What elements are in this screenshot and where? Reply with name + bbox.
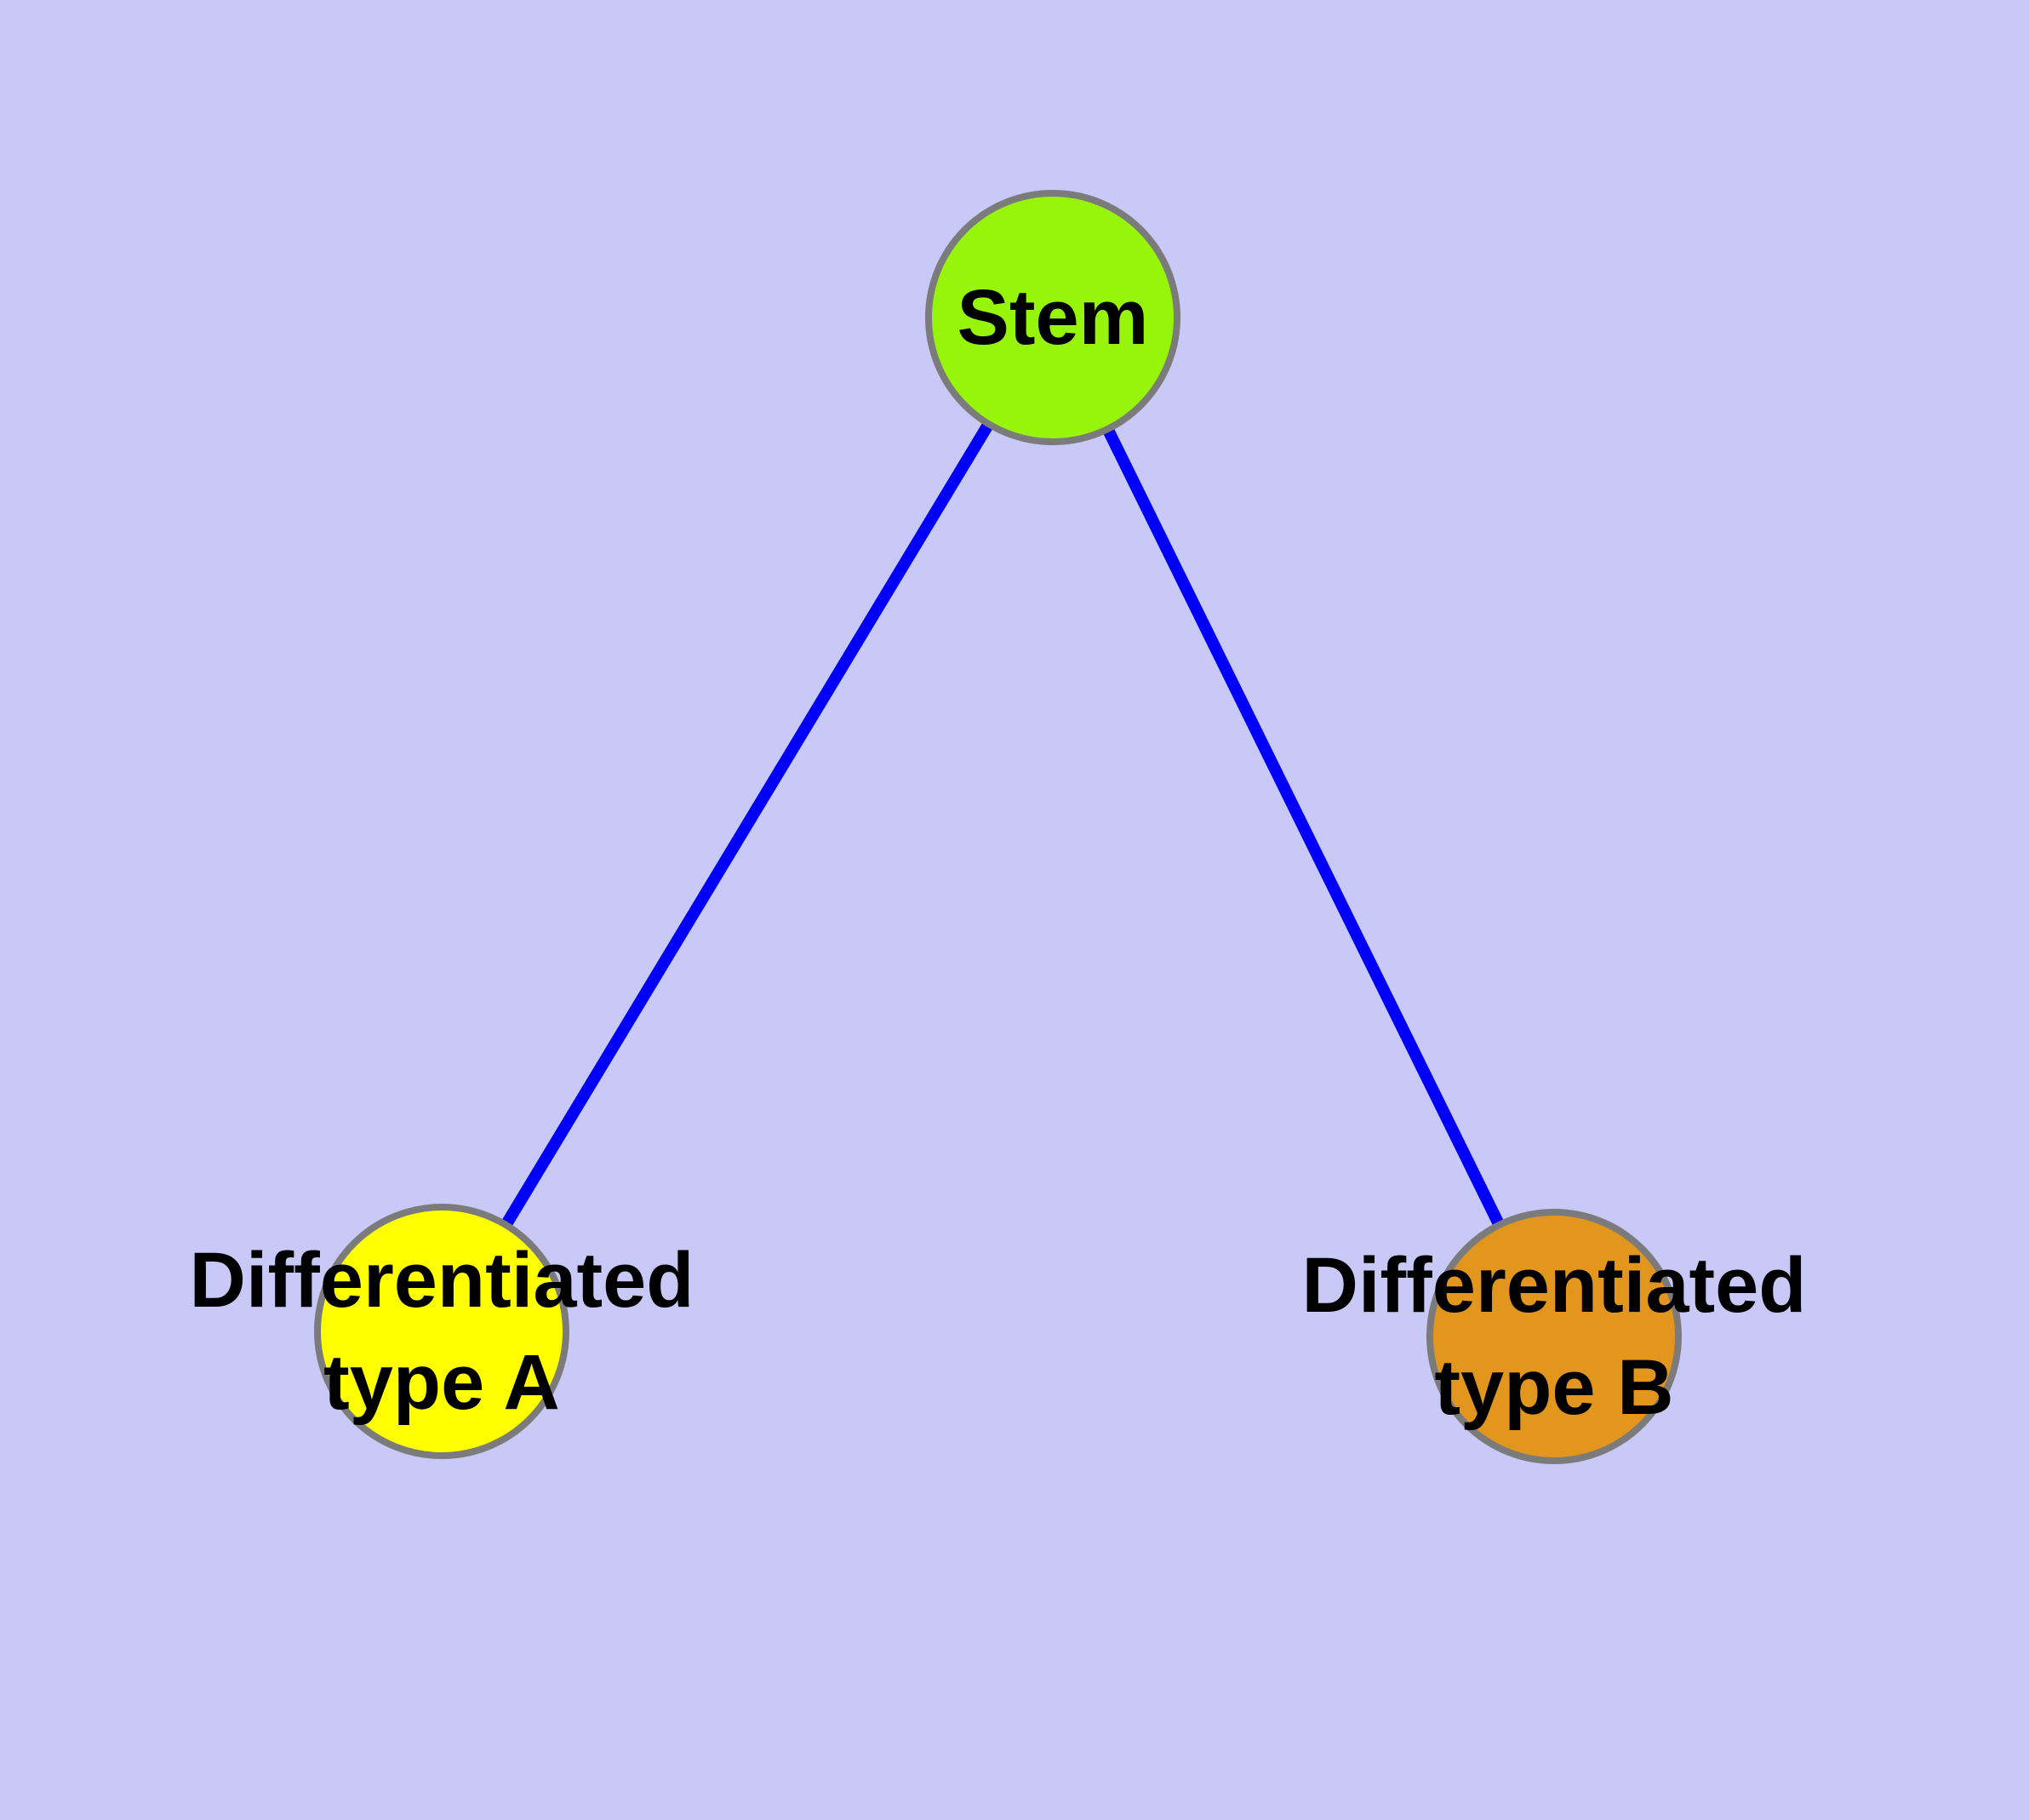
edge-stem-to-differentiated-type-a bbox=[437, 314, 1058, 1335]
label-line: Stem bbox=[957, 274, 1149, 361]
label-line: Differentiated bbox=[189, 1237, 694, 1324]
label-line: type A bbox=[323, 1339, 560, 1426]
node-stem[interactable]: Stem bbox=[925, 190, 1180, 445]
node-stem-label: Stem bbox=[957, 266, 1149, 369]
edge-stem-to-differentiated-type-b bbox=[1047, 314, 1560, 1340]
label-line: type B bbox=[1434, 1344, 1674, 1431]
node-differentiated-type-a[interactable]: Differentiated type A bbox=[190, 1204, 694, 1459]
node-differentiated-type-b[interactable]: Differentiated type B bbox=[1302, 1209, 1806, 1464]
label-line: Differentiated bbox=[1301, 1242, 1807, 1329]
node-differentiated-type-b-label: Differentiated type B bbox=[1302, 1234, 1807, 1439]
node-differentiated-type-a-label: Differentiated type A bbox=[190, 1229, 694, 1434]
